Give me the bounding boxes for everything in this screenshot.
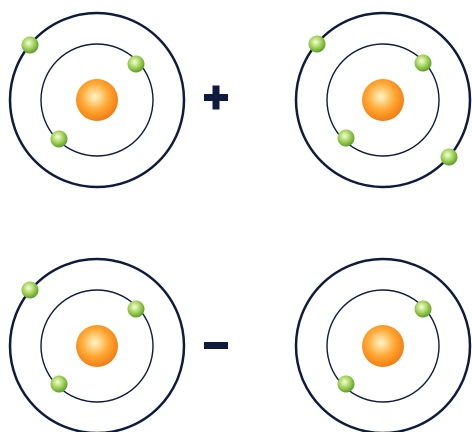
electron-outer [308,35,326,53]
atom-top-right [294,11,472,189]
atom-top-left [8,11,186,189]
nucleus [362,325,404,367]
electron-inner [414,54,432,72]
inner-orbit [326,43,440,157]
plus-sign [204,85,228,110]
electron-outer [440,148,458,166]
electron-inner [127,300,145,318]
electron-inner [127,55,145,73]
nucleus [76,325,118,367]
inner-orbit [40,289,154,403]
outer-orbit [8,11,186,189]
outer-orbit [8,257,186,432]
minus-sign [204,342,228,349]
outer-orbit [294,11,472,189]
nucleus [76,79,118,121]
inner-orbit [326,289,440,403]
atom-bottom-right [294,257,472,432]
electron-inner [337,375,355,393]
electron-outer [21,36,39,54]
electron-inner [50,375,68,393]
outer-orbit [294,257,472,432]
inner-orbit [40,43,154,157]
electron-inner [414,300,432,318]
electron-inner [337,129,355,147]
electron-inner [50,130,68,148]
atom-bottom-left [8,257,186,432]
nucleus [362,79,404,121]
electron-outer [21,281,39,299]
